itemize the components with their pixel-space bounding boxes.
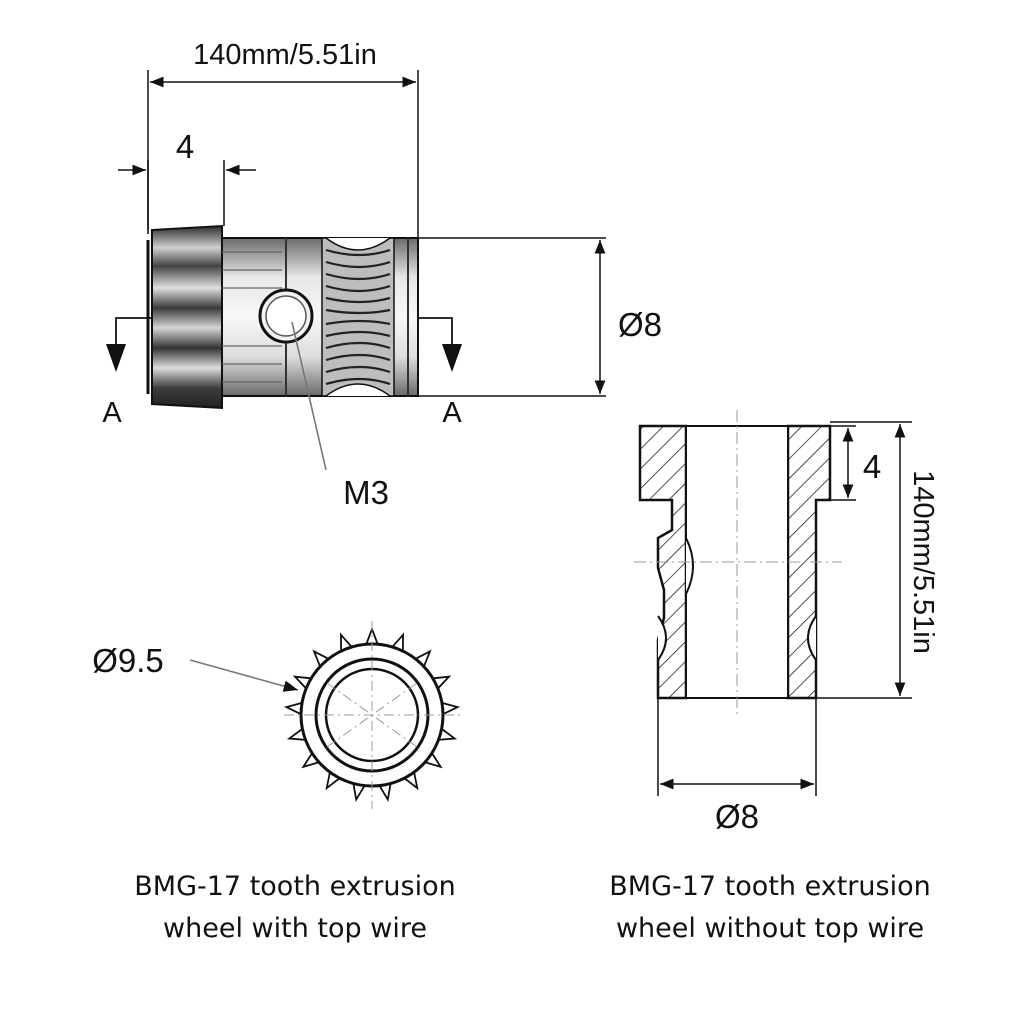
section-top-label: 4 [863,448,881,485]
side-view-gear [146,224,419,410]
knurl-section [321,237,395,397]
caption-right-line2: wheel without top wire [615,913,925,944]
section-marker-right [418,317,462,372]
dimension-section-length [816,421,912,699]
caption-right-line1: BMG-17 tooth extrusion [609,871,931,902]
section-label-right: A [442,397,462,429]
front-view-gear [283,621,461,809]
length-label-top: 140mm/5.51in [193,39,377,71]
outer-diameter-label: Ø9.5 [92,642,164,679]
section-diameter-label: Ø8 [715,798,759,835]
outer-diameter-leader [189,659,299,692]
diameter-label-top: Ø8 [618,306,662,343]
caption-left-line1: BMG-17 tooth extrusion [134,871,456,902]
dimension-diameter-top [418,237,606,397]
caption-left: BMG-17 tooth extrusion wheel with top wi… [90,866,500,950]
caption-right: BMG-17 tooth extrusion wheel without top… [560,866,980,950]
dimension-section-top [830,425,856,501]
dimension-teeth-length [118,160,256,230]
screw-label: M3 [343,474,389,511]
section-length-label: 140mm/5.51in [907,470,939,654]
teeth-length-label: 4 [176,128,194,165]
section-view [634,410,842,716]
caption-left-line2: wheel with top wire [163,913,427,944]
dimension-section-diameter [657,698,817,796]
m3-leader [291,321,327,471]
section-marker-left [106,317,152,372]
section-label-left: A [102,397,122,429]
